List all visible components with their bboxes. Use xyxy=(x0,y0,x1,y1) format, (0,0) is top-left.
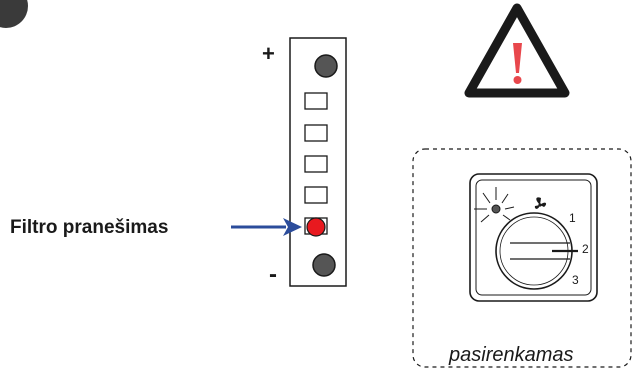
speed-switch xyxy=(469,173,598,302)
indicator-2 xyxy=(304,124,328,142)
indicator-3 xyxy=(304,155,328,173)
control-panel xyxy=(289,37,347,287)
plus-button xyxy=(314,54,338,78)
speed-label-2: 2 xyxy=(582,242,589,256)
plus-label: + xyxy=(262,41,275,66)
optional-caption: pasirenkamas xyxy=(449,344,574,366)
optional-box xyxy=(412,148,632,368)
minus-button xyxy=(312,253,336,277)
indicator-1 xyxy=(304,92,328,110)
fan-icon xyxy=(534,197,547,209)
warning-triangle-icon xyxy=(464,3,570,98)
corner-marker xyxy=(0,0,28,28)
speed-knob[interactable] xyxy=(495,212,578,290)
switch-led xyxy=(474,187,515,223)
pointer-arrow xyxy=(231,218,302,236)
filter-alert-light xyxy=(306,217,326,237)
minus-label: - xyxy=(269,261,277,288)
filter-notification-label: Filtro pranešimas xyxy=(10,217,169,238)
indicator-4 xyxy=(304,186,328,204)
speed-label-1: 1 xyxy=(569,211,576,225)
speed-label-3: 3 xyxy=(572,273,579,287)
